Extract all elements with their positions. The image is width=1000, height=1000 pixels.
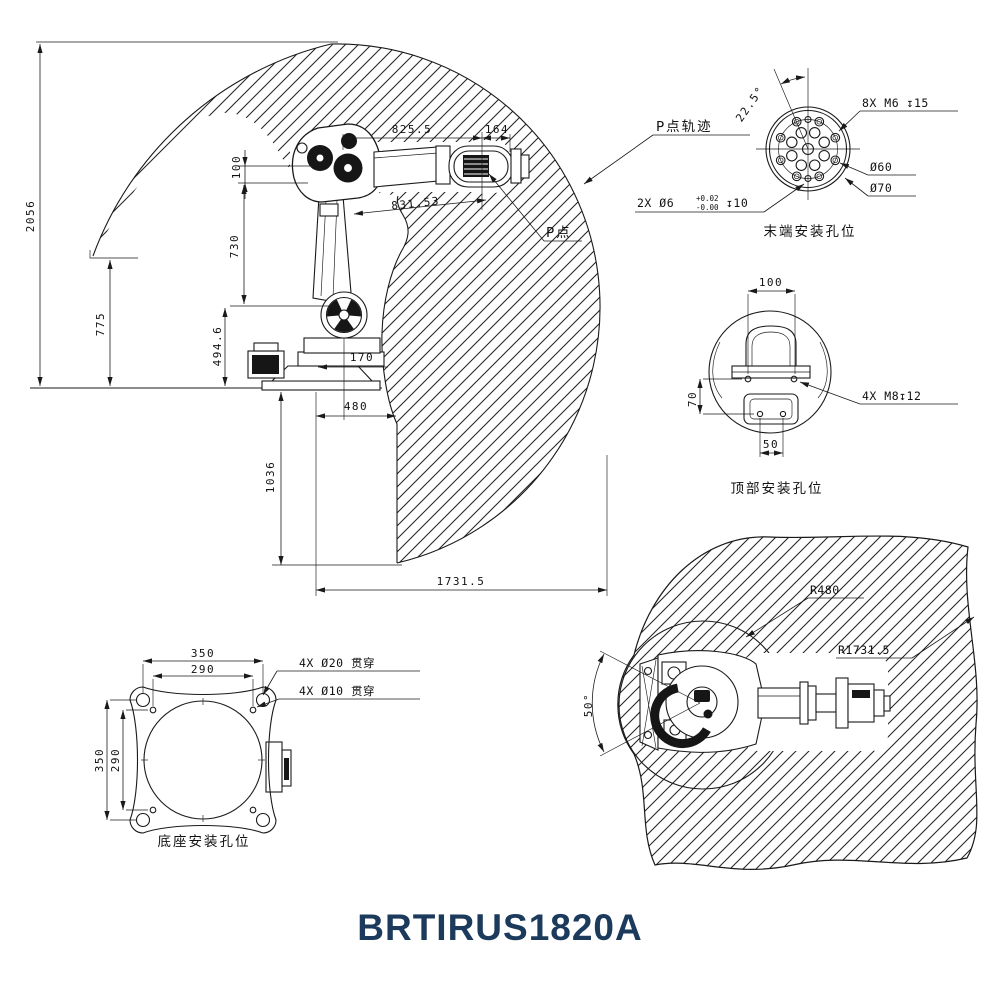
top-mount-detail: 100 70 50 4X M8↧12 顶部安装孔位 (686, 276, 958, 497)
dim-lower-sweep: 1036 (264, 461, 277, 494)
p-trajectory-label: P点轨迹 (656, 119, 713, 135)
robot-side-view (247, 123, 530, 391)
dim-flange-angle: 22.5° (733, 84, 767, 125)
model-title: BRTIRUS1820A (357, 907, 642, 948)
main-side-view: 2056 775 100 730 494.6 825.5 164 831.53 … (24, 41, 750, 596)
dim-flange-offset: 164 (485, 123, 509, 136)
p-labels: P点轨迹 P点 (488, 119, 750, 242)
inner-holes (786, 127, 830, 171)
dowel-note: 2X Ø6 +0.02 -0.00 ↧10 (635, 183, 805, 213)
dim-base-outer-v: 350 (93, 748, 106, 772)
dim-base-outer-h: 350 (191, 647, 215, 660)
dim-lower-arm: 730 (228, 234, 241, 258)
robot-top-view (639, 650, 891, 753)
dim-top-mount-width2: 50 (763, 438, 779, 451)
flange-thread-note: 8X M6 ↧15 (862, 96, 929, 110)
arc-bottom-extension (89, 250, 138, 259)
bolt-holes (775, 116, 841, 182)
base-through-10-note: 4X Ø10 贯穿 (299, 684, 375, 698)
dim-upper-arm-reach: 825.5 (392, 123, 433, 136)
top-mount-title: 顶部安装孔位 (731, 481, 824, 497)
dowel-count: 2X Ø6 (637, 196, 674, 210)
inner-envelope-arc (92, 43, 332, 257)
dim-j2-height: 494.6 (211, 326, 224, 367)
flange-detail-title: 末端安装孔位 (764, 224, 857, 240)
dim-p-radius: 831.53 (391, 195, 441, 213)
dim-base-inner-h: 290 (191, 663, 215, 676)
flange-detail: 22.5° 8X M6 ↧15 Ø60 Ø70 2X Ø6 +0.02 -0.0… (635, 68, 958, 240)
flange-diameter: Ø70 (870, 181, 892, 195)
top-mount-thread-note: 4X M8↧12 (862, 389, 921, 403)
dim-total-height: 2056 (24, 200, 37, 233)
inner-radius-label: R480 (810, 583, 840, 597)
dim-base-clearance: 480 (344, 400, 368, 413)
flange-bolt-circle: Ø60 (870, 160, 892, 174)
p-trajectory-arc (330, 43, 601, 564)
dim-top-mount-width: 100 (759, 276, 783, 289)
p-point-label: P点 (546, 225, 572, 241)
dimensions: 2056 775 100 730 494.6 825.5 164 831.53 … (24, 44, 607, 593)
base-mount-detail: 350 290 350 290 4X Ø20 贯穿 4X Ø10 贯穿 底座安装… (93, 647, 420, 850)
top-envelope-view: 50° R480 R1731.5 (582, 535, 978, 870)
dim-wrist-drop: 100 (230, 155, 243, 179)
base-through-20-note: 4X Ø20 贯穿 (299, 656, 375, 670)
dim-base-inner-v: 290 (109, 748, 122, 772)
dim-top-mount-height: 70 (686, 391, 699, 407)
dim-max-reach: 1731.5 (437, 575, 486, 588)
dim-j2-setback: 170 (350, 351, 374, 364)
dowel-tol-plus: +0.02 (696, 194, 719, 203)
base-mount-title: 底座安装孔位 (158, 834, 251, 850)
dim-arc-bottom-height: 775 (94, 312, 107, 336)
dim-dead-angle: 50° (582, 693, 595, 717)
outer-radius-label: R1731.5 (838, 643, 890, 657)
dowel-tol-minus: -0.00 (696, 203, 719, 212)
dowel-depth: ↧10 (726, 196, 748, 210)
